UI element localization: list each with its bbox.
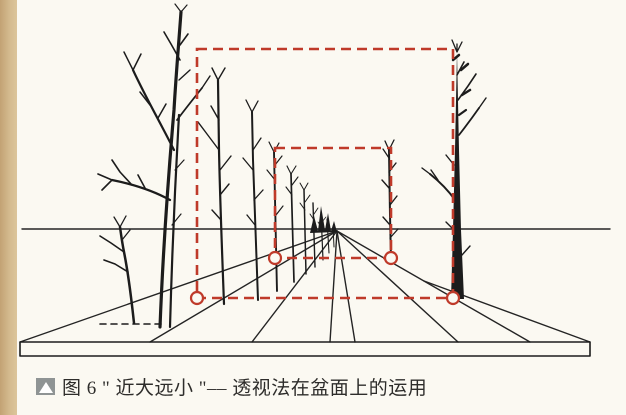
figure-marker-icon [36,377,55,395]
figure-illustration [19,3,611,357]
perspective-box-small [273,146,393,260]
tree-left-small-foreground [99,215,136,325]
vanishing-point-tree-cluster [310,206,337,233]
base-point-circle [267,250,283,266]
base-point-circle [383,250,399,266]
tree-left-large [97,3,211,329]
figure-caption-text: 图 6 " 近大远小 "–– 透视法在盆面上的运用 [62,377,428,399]
base-point-circle [445,290,461,306]
figure-caption: 图 6 " 近大远小 "–– 透视法在盆面上的运用 [36,373,427,399]
tree-right-large [421,39,487,299]
perspective-box-large [195,47,455,300]
base-point-circles [189,250,461,306]
tree-row-receding [197,67,335,306]
page-spine-edge [0,0,17,415]
base-point-circle [189,290,205,306]
tray-rim [19,341,591,357]
perspective-annotations [189,47,461,306]
